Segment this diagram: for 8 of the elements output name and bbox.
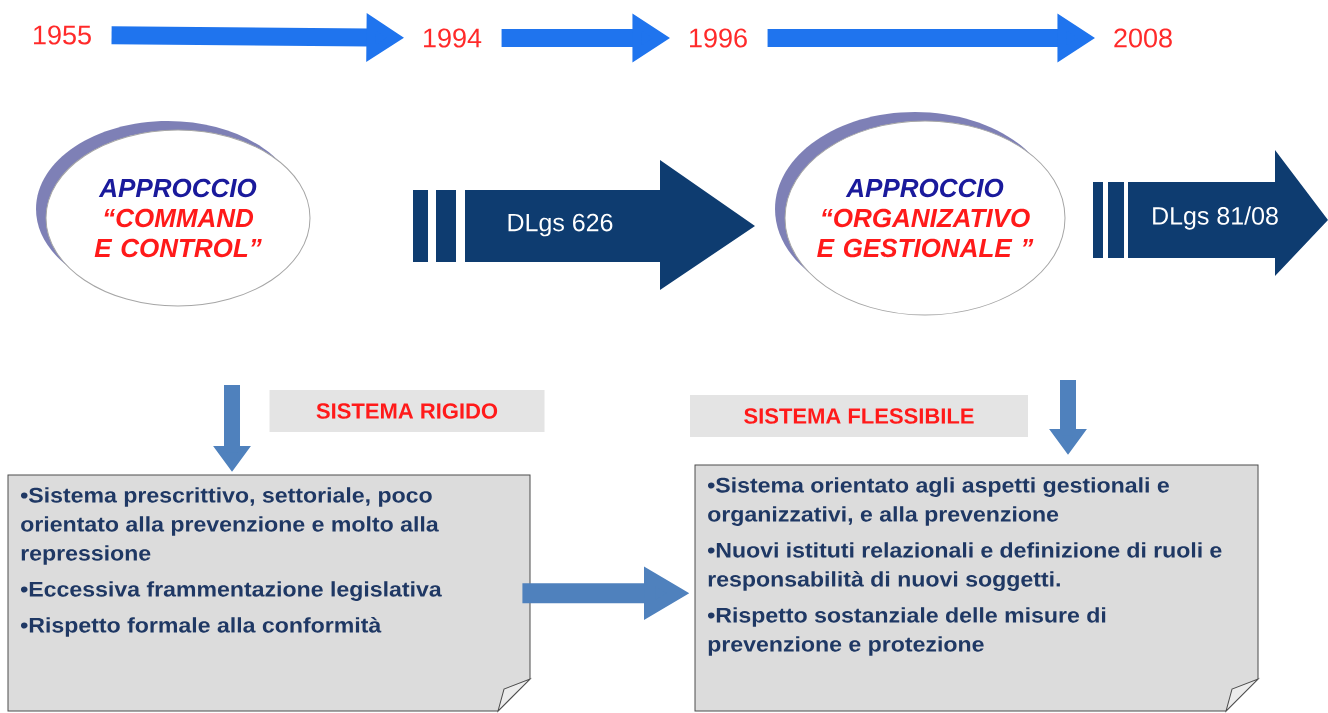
category-box: SISTEMA RIGIDO <box>269 390 545 432</box>
year-label: 2008 <box>1114 28 1172 48</box>
category-box: SISTEMA FLESSIBILE <box>690 395 1028 437</box>
year-label: 1994 <box>424 28 482 48</box>
note-box: •Sistema prescrittivo, settoriale, poco orientato alla prevenzione e molto alla repressione •Eccessiva frammentazione legislativa •Rispetto formale alla conformità <box>7 474 531 712</box>
note-box: •Sistema orientato agli aspetti gestionali e organizzativi, e alla prevenzione •Nuovi istituti relazionali e definizione di ruoli e responsabilità di nuovi soggetti. •Rispetto sostanziale delle misure di prevenzione e protezione <box>694 464 1259 712</box>
year-label: 1955 <box>34 25 91 45</box>
year-label: 1996 <box>690 28 747 48</box>
